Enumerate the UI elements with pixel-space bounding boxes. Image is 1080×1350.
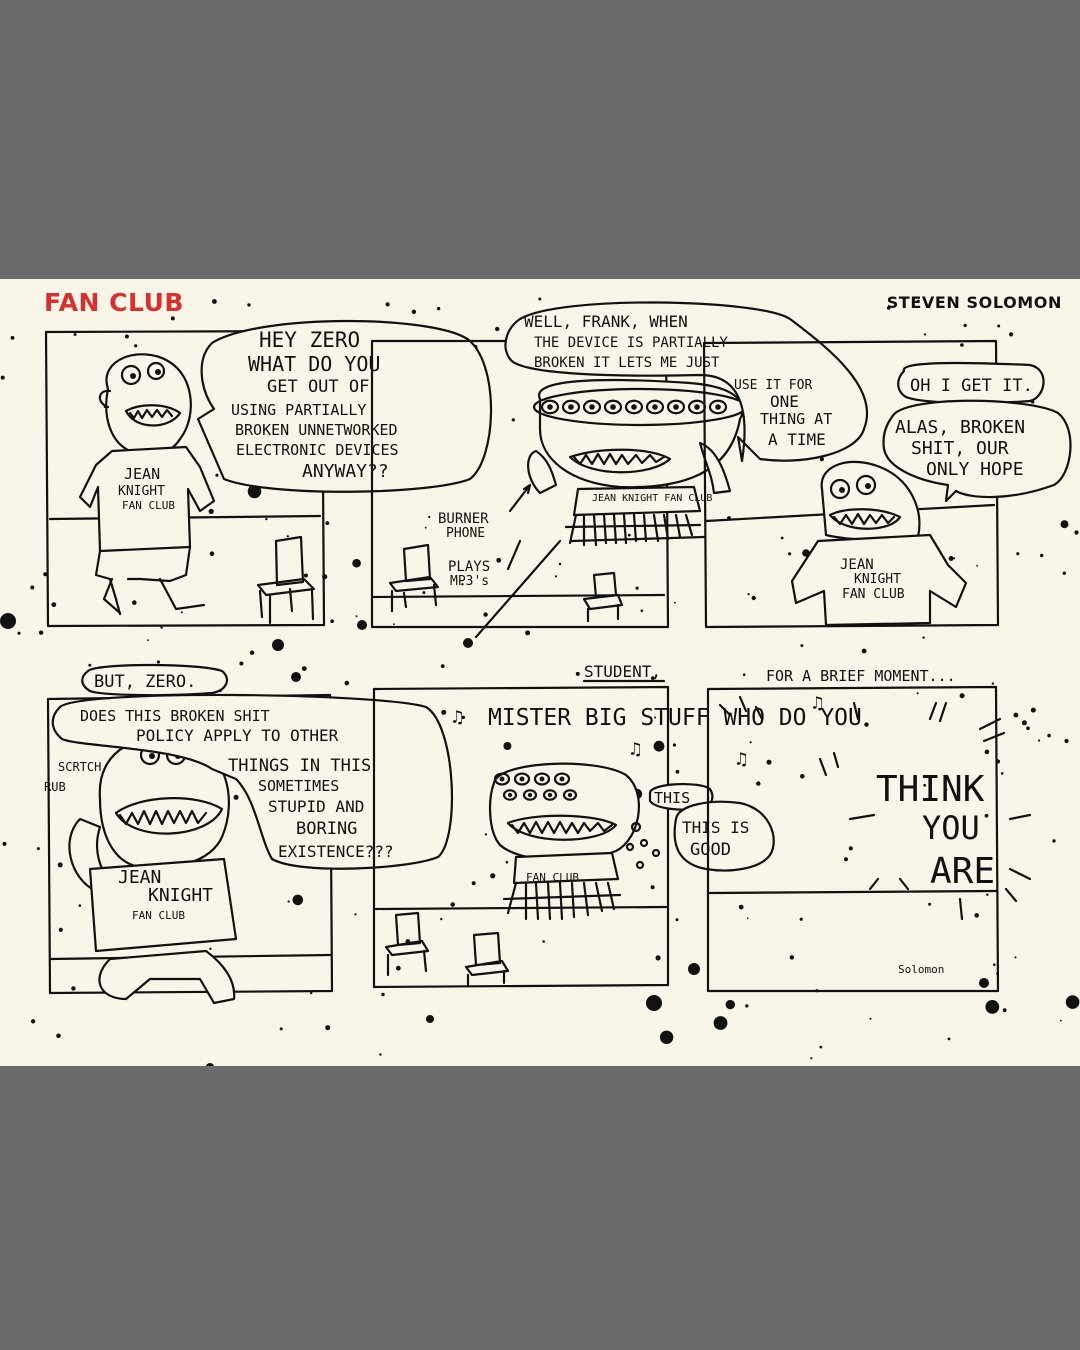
svg-text:FAN CLUB: FAN CLUB: [526, 871, 579, 884]
speech-bubble-3: OH I GET IT. ALAS, BROKEN SHIT, OUR ONLY…: [882, 361, 1072, 503]
panel-1: JEAN KNIGHT FAN CLUB: [44, 329, 326, 628]
svg-text:GET OUT OF: GET OUT OF: [267, 377, 369, 397]
svg-text:SOMETIMES: SOMETIMES: [258, 777, 339, 795]
svg-text:ANYWAY??: ANYWAY??: [302, 461, 389, 482]
svg-text:YOU: YOU: [922, 809, 980, 847]
svg-text:BORING: BORING: [296, 819, 357, 839]
svg-text:FAN CLUB: FAN CLUB: [842, 587, 905, 602]
character-zero-5: [488, 762, 640, 921]
shirt-line-2: KNIGHT: [118, 484, 165, 499]
svg-text:ELECTRONIC DEVICES: ELECTRONIC DEVICES: [236, 441, 399, 459]
svg-text:PLAYS: PLAYS: [448, 559, 490, 575]
svg-text:ALAS, BROKEN: ALAS, BROKEN: [895, 417, 1025, 438]
svg-text:HEY ZERO: HEY ZERO: [259, 328, 360, 352]
character-zero: [527, 378, 748, 547]
svg-text:FOR A BRIEF MOMENT...: FOR A BRIEF MOMENT...: [766, 667, 956, 685]
music-note-icon: ♫: [736, 749, 747, 770]
svg-text:THIS IS: THIS IS: [682, 818, 749, 837]
song-lyric: MISTER BIG STUFF WHO DO YOU: [488, 705, 862, 731]
svg-text:ONE: ONE: [770, 392, 799, 411]
music-note-icon: ♫: [812, 693, 823, 714]
music-note-icon: ♫: [630, 739, 641, 760]
comic-strip: FAN CLUB STEVEN SOLOMON JEAN KNIGHT: [0, 279, 1080, 1066]
character-frank-4: [68, 736, 238, 1005]
svg-text:KNIGHT: KNIGHT: [148, 885, 213, 906]
artist-signature: Solomon: [898, 963, 944, 976]
speech-bubble-4: BUT, ZERO. DOES THIS BROKEN SHIT POLICY …: [51, 663, 454, 870]
panel-3: JEAN KNIGHT FAN CLUB: [702, 339, 1000, 629]
svg-text:OH I GET IT.: OH I GET IT.: [910, 376, 1033, 396]
svg-text:BURNER: BURNER: [438, 511, 489, 527]
svg-text:STUDENT,: STUDENT,: [584, 662, 661, 681]
panel-6: FOR A BRIEF MOMENT... THINK YOU ARE Solo…: [706, 667, 1032, 993]
svg-text:BROKEN IT LETS ME JUST: BROKEN IT LETS ME JUST: [534, 355, 720, 371]
svg-text:POLICY APPLY TO OTHER: POLICY APPLY TO OTHER: [136, 726, 339, 745]
svg-text:DOES THIS BROKEN SHIT: DOES THIS BROKEN SHIT: [80, 707, 270, 725]
svg-text:ONLY HOPE: ONLY HOPE: [926, 459, 1024, 480]
music-note-icon: ♫: [452, 707, 463, 728]
svg-text:FAN CLUB: FAN CLUB: [132, 909, 185, 922]
svg-text:JEAN KNIGHT FAN CLUB: JEAN KNIGHT FAN CLUB: [592, 493, 712, 504]
comic-author: STEVEN SOLOMON: [886, 293, 1062, 312]
panel-4: JEAN KNIGHT FAN CLUB SCRTCH RUB: [44, 693, 334, 1005]
svg-text:WHAT DO YOU: WHAT DO YOU: [248, 352, 380, 376]
svg-text:SHIT, OUR: SHIT, OUR: [911, 438, 1009, 459]
svg-text:THE DEVICE IS PARTIALLY: THE DEVICE IS PARTIALLY: [534, 335, 728, 351]
svg-text:RUB: RUB: [44, 780, 66, 794]
shirt-line-1: JEAN: [124, 465, 160, 483]
character-frank-3: [790, 460, 968, 627]
svg-text:USE IT FOR: USE IT FOR: [734, 378, 812, 393]
panel-5: STUDENT, FAN CLUB MISTER BIG STUFF WHO D…: [372, 662, 862, 989]
svg-text:PHONE: PHONE: [446, 526, 485, 541]
svg-text:THING AT: THING AT: [760, 410, 832, 428]
svg-text:BROKEN UNNETWORKED: BROKEN UNNETWORKED: [235, 421, 398, 439]
svg-text:JEAN: JEAN: [840, 557, 874, 573]
svg-text:USING PARTIALLY: USING PARTIALLY: [231, 401, 366, 419]
svg-text:JEAN: JEAN: [118, 867, 161, 888]
svg-text:BUT, ZERO.: BUT, ZERO.: [94, 672, 196, 692]
svg-text:EXISTENCE???: EXISTENCE???: [278, 842, 394, 861]
svg-text:ARE: ARE: [930, 851, 995, 892]
svg-text:A TIME: A TIME: [768, 430, 826, 449]
svg-text:KNIGHT: KNIGHT: [854, 572, 901, 587]
svg-text:MP3's: MP3's: [450, 574, 489, 589]
comic-artwork: JEAN KNIGHT FAN CLUB HEY ZERO WHAT DO YO…: [0, 297, 1080, 1066]
comic-title: FAN CLUB: [44, 288, 184, 317]
speech-bubble-1: HEY ZERO WHAT DO YOU GET OUT OF USING PA…: [196, 319, 493, 493]
svg-text:SCRTCH: SCRTCH: [58, 760, 101, 774]
thought-bubble: THIS THIS IS GOOD: [625, 782, 775, 872]
svg-text:THINGS IN THIS: THINGS IN THIS: [228, 756, 371, 776]
shirt-line-3: FAN CLUB: [122, 499, 175, 512]
svg-text:WELL, FRANK, WHEN: WELL, FRANK, WHEN: [524, 312, 688, 331]
svg-text:STUPID AND: STUPID AND: [268, 797, 364, 816]
svg-text:GOOD: GOOD: [690, 840, 731, 860]
svg-text:THIS: THIS: [654, 789, 690, 807]
svg-text:THINK: THINK: [876, 769, 985, 810]
character-frank: [78, 353, 216, 616]
